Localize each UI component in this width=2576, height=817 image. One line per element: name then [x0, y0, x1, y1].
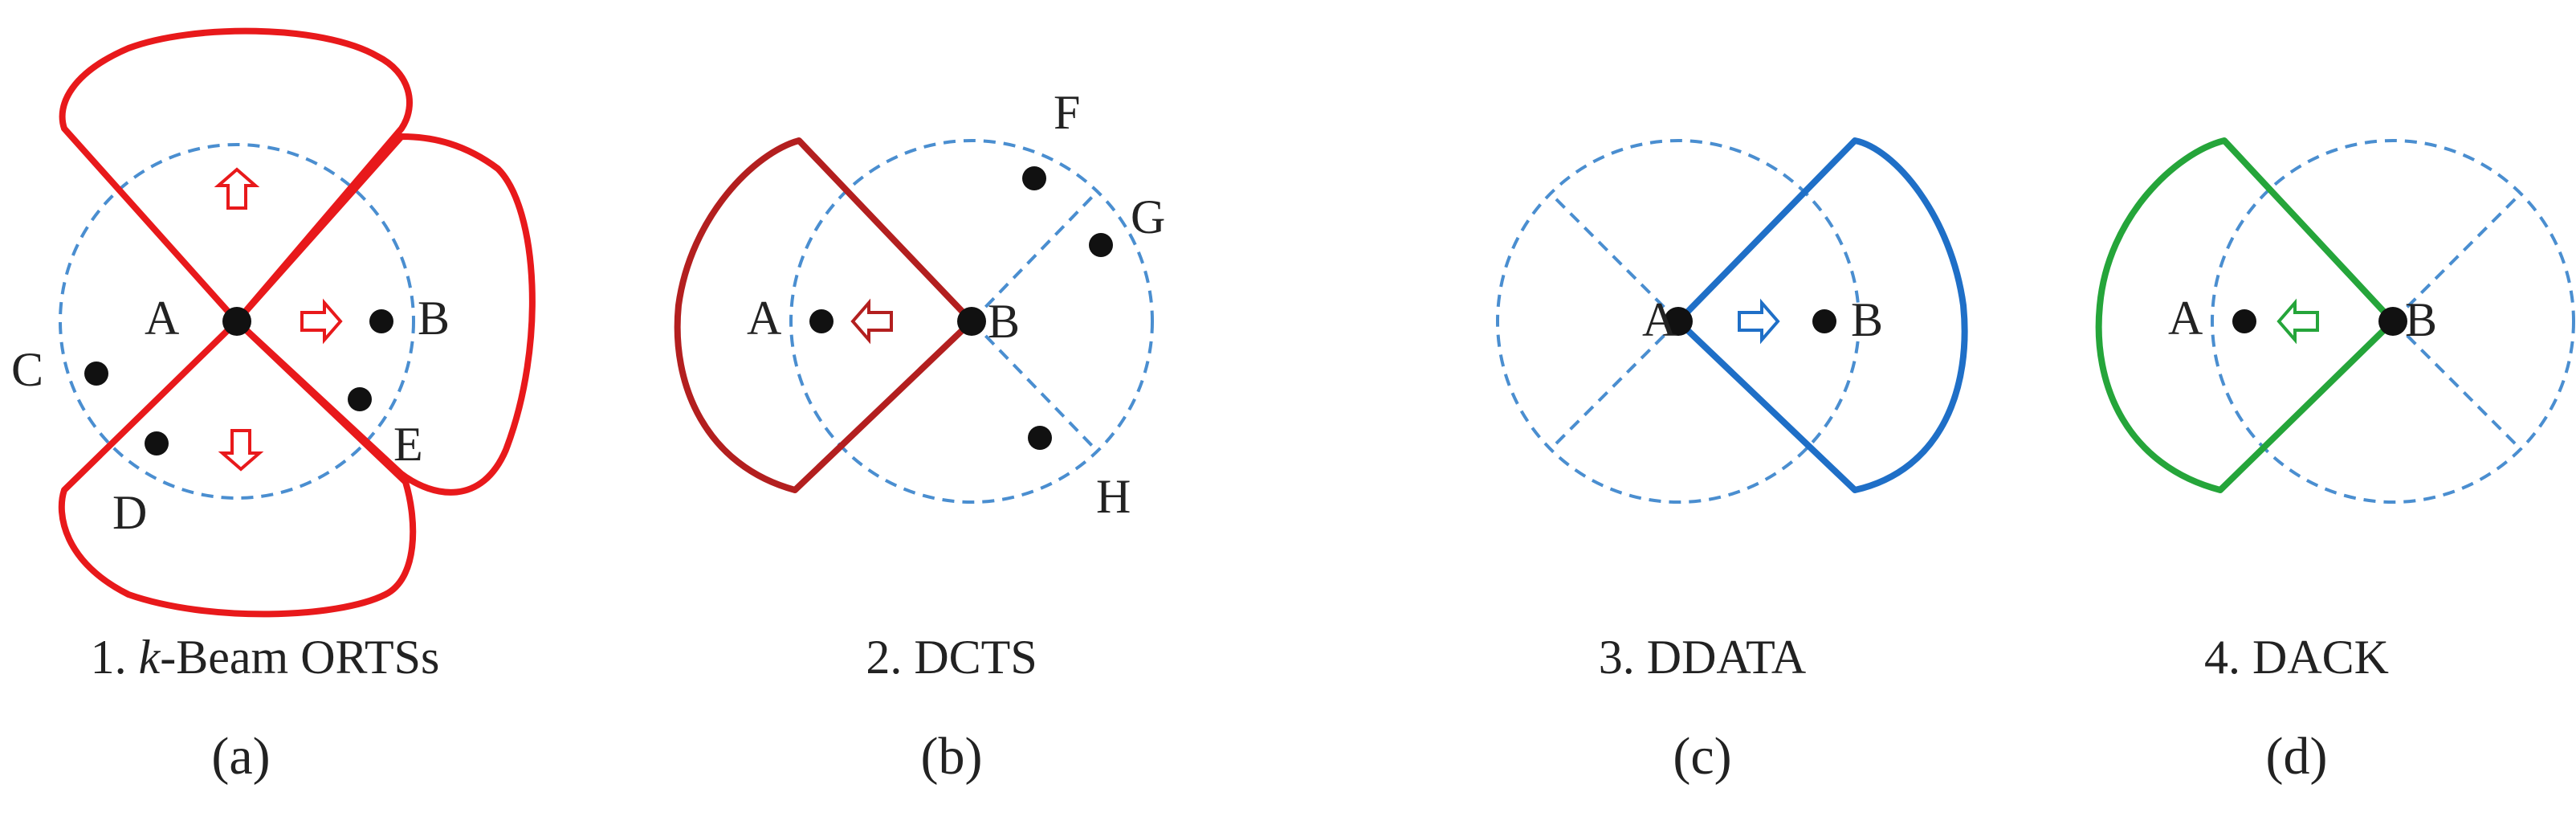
sublabel-c: (c): [1673, 727, 1731, 786]
node-c-label: C: [11, 343, 43, 396]
node-a-dot: [222, 307, 251, 336]
arrow-left-icon: [851, 301, 893, 341]
sector-boundaries-c: [1548, 191, 1680, 451]
node-a-label: A: [145, 292, 179, 345]
node-a-dot: [809, 309, 834, 333]
arrow-up-icon: [217, 168, 257, 210]
node-a-dot: [1664, 307, 1693, 336]
sector-boundaries-d: [2391, 191, 2523, 451]
node-c-dot: [84, 362, 108, 386]
beam-sectors-a: [58, 27, 536, 618]
arrow-right-icon: [1738, 301, 1779, 341]
sublabel-d: (d): [2266, 727, 2328, 786]
node-a-label: A: [1642, 293, 1677, 346]
sublabel-b: (b): [921, 727, 983, 786]
panel-d: A B 4. DACK (d): [2095, 137, 2575, 786]
node-a-label: A: [2168, 292, 2203, 345]
sector-boundaries-b: [970, 191, 1098, 451]
beam-right-c: [1675, 137, 1968, 493]
node-b-label: B: [2405, 293, 2437, 346]
arrow-down-icon: [221, 429, 261, 471]
beam-left-d: [2095, 137, 2396, 493]
node-a-label: A: [747, 292, 781, 345]
range-circle-b: [789, 139, 1154, 504]
caption-c: 3. DDATA: [1599, 631, 1807, 684]
beam-up: [59, 27, 413, 325]
panel-b: A B F G H 2. DCTS (b): [674, 86, 1165, 786]
node-b-dot: [369, 309, 393, 333]
beam-right: [234, 133, 536, 496]
node-b-dot: [957, 307, 986, 336]
node-f-dot: [1022, 166, 1046, 190]
node-h-dot: [1028, 426, 1052, 450]
caption-b: 2. DCTS: [866, 631, 1037, 684]
node-b-label: B: [1851, 293, 1883, 346]
node-b-label: B: [418, 292, 450, 345]
node-e-label: E: [393, 418, 423, 471]
node-d-label: D: [112, 486, 147, 539]
node-h-label: H: [1096, 470, 1131, 523]
panel-c: A B 3. DDATA (c): [1496, 137, 1968, 786]
panel-a: A B C D E 1. k-Beam ORTSs (a): [11, 27, 536, 786]
node-e-dot: [348, 387, 372, 411]
node-a-dot: [2232, 309, 2256, 333]
node-b-dot: [1812, 309, 1836, 333]
node-g-dot: [1089, 233, 1113, 257]
caption-a: 1. k-Beam ORTSs: [91, 631, 440, 684]
node-b-dot: [2378, 307, 2407, 336]
node-d-dot: [145, 431, 169, 455]
range-circle-c: [1496, 139, 1861, 504]
node-b-label: B: [988, 295, 1020, 348]
beam-left-b: [674, 137, 975, 493]
arrow-left-icon: [2277, 301, 2319, 341]
node-f-label: F: [1054, 86, 1080, 139]
range-circle-d: [2211, 139, 2575, 504]
arrow-right-icon: [300, 301, 342, 341]
beam-down: [58, 318, 417, 618]
range-circle-a: [59, 143, 415, 500]
node-g-label: G: [1131, 190, 1165, 243]
caption-d: 4. DACK: [2204, 631, 2389, 684]
sublabel-a: (a): [211, 727, 270, 786]
